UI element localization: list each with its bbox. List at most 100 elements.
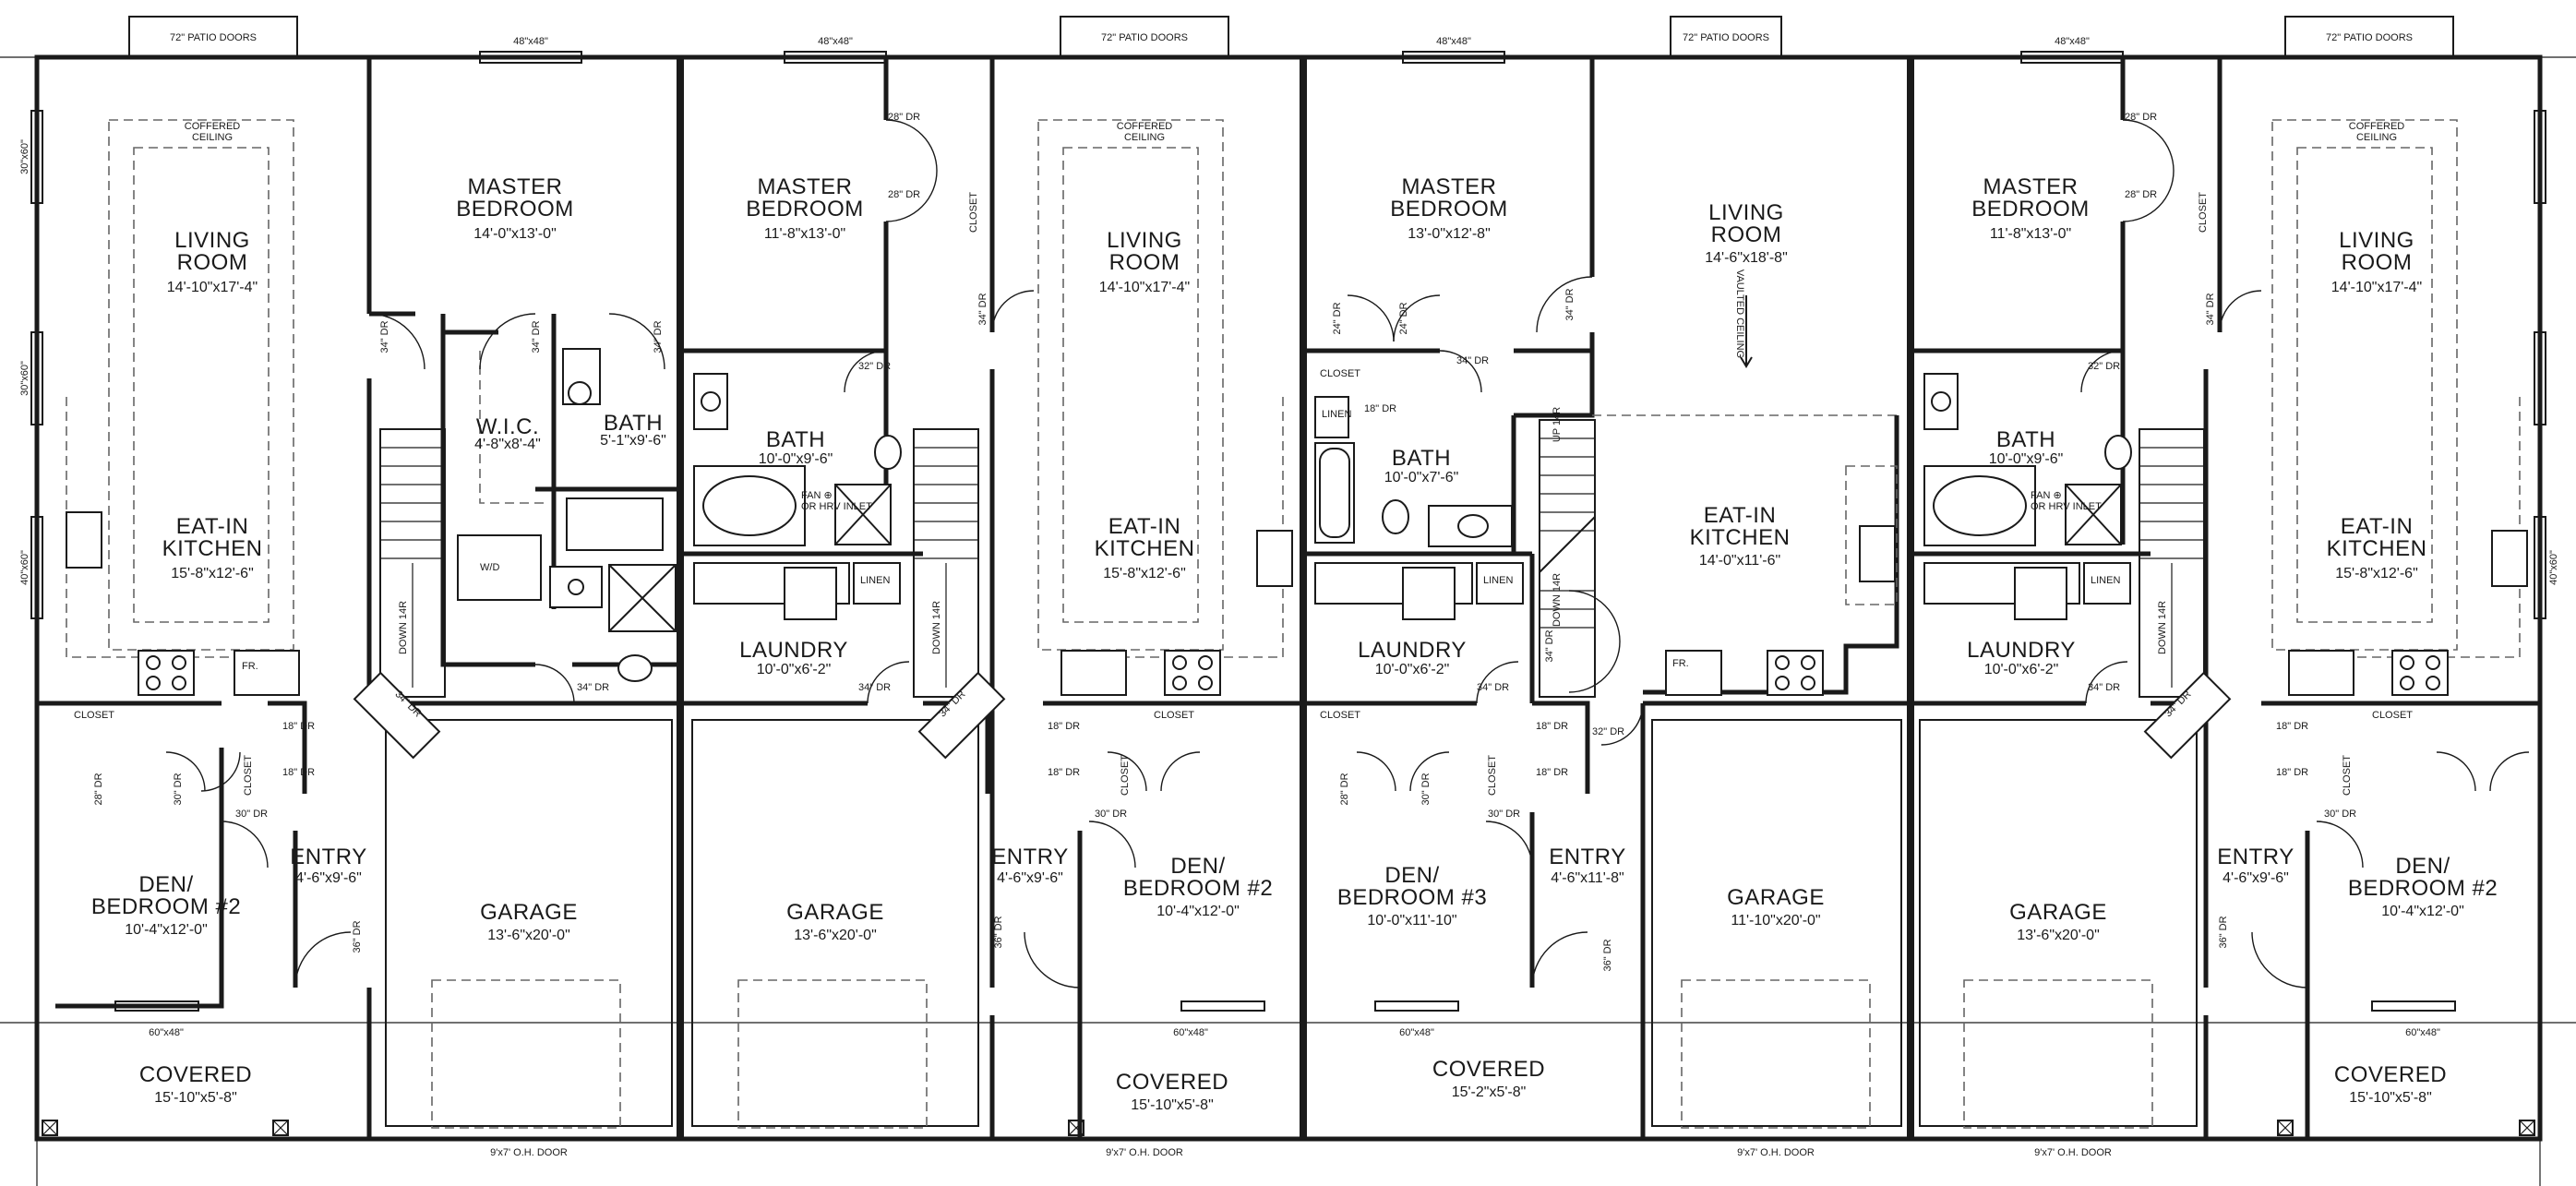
- room-name: ROOM: [2342, 250, 2413, 275]
- stair-label: DOWN 14R: [398, 601, 409, 654]
- door-size-label: 34" DR: [1456, 355, 1489, 366]
- room-name: KITCHEN: [162, 536, 263, 561]
- room-dimensions: 15'-10"x5'-8": [154, 1090, 237, 1106]
- room-dimensions: 14'-10"x17'-4": [2331, 280, 2422, 295]
- room-dimensions: 5'-1"x9'-6": [600, 433, 666, 449]
- room-dimensions: 10'-0"x9'-6": [759, 451, 833, 467]
- room-dimensions: 10'-0"x6'-2": [1375, 662, 1450, 677]
- room-name: BEDROOM #2: [91, 894, 241, 919]
- door-size-label: 34" DR: [977, 293, 988, 325]
- coffered-label: CEILING: [2356, 132, 2397, 143]
- fridge-label: FR.: [1672, 658, 1689, 669]
- door-size-label: 28" DR: [2125, 112, 2157, 123]
- room-name: BATH: [604, 411, 663, 436]
- room-dimensions: 13'-0"x12'-8": [1408, 226, 1491, 242]
- room-dimensions: 15'-8"x12'-6": [171, 566, 254, 581]
- room-name: BEDROOM #2: [1123, 876, 1273, 901]
- room-dimensions: 4'-6"x9'-6": [997, 870, 1063, 886]
- door-size-label: 30" DR: [1420, 773, 1432, 805]
- door-size-label: 30" DR: [2324, 809, 2356, 820]
- door-size-label: 30" DR: [1488, 809, 1520, 820]
- window-label: 48"x48": [513, 36, 548, 47]
- door-size-label: 28" DR: [1339, 773, 1350, 805]
- stair-label: DOWN 14R: [931, 601, 942, 654]
- door-size-label: 24" DR: [1332, 302, 1343, 334]
- room-name: BATH: [1392, 446, 1451, 471]
- room-name: LIVING: [1107, 228, 1182, 253]
- patio-door-label: 72" PATIO DOORS: [170, 32, 257, 43]
- window-label: 60"x48": [1173, 1027, 1208, 1038]
- room-name: BEDROOM #3: [1337, 885, 1487, 910]
- room-name: GARAGE: [786, 900, 884, 925]
- door-size-label: 28" DR: [2125, 189, 2157, 200]
- patio-door-label: 72" PATIO DOORS: [1683, 32, 1769, 43]
- room-name: COVERED: [1116, 1070, 1228, 1095]
- room-dimensions: 10'-0"x9'-6": [1989, 451, 2064, 467]
- room-name: BEDROOM: [1971, 197, 2090, 222]
- window-label: 60"x48": [149, 1027, 184, 1038]
- room-name: BEDROOM #2: [2348, 876, 2498, 901]
- room-dimensions: 15'-2"x5'-8": [1452, 1084, 1527, 1100]
- room-name: BEDROOM: [456, 197, 574, 222]
- closet-label: CLOSET: [74, 710, 114, 721]
- door-size-label: 18" DR: [282, 767, 315, 778]
- door-size-label: 18" DR: [1536, 721, 1568, 732]
- closet-label: CLOSET: [1120, 755, 1131, 796]
- door-size-label: 36" DR: [993, 916, 1004, 948]
- door-size-label: 34" DR: [577, 682, 609, 693]
- room-dimensions: 14'-0"x11'-6": [1699, 553, 1780, 569]
- washer-dryer-label: W/D: [480, 562, 499, 573]
- room-dimensions: 14'-10"x17'-4": [167, 280, 258, 295]
- room-name: ENTRY: [1549, 845, 1625, 869]
- patio-door-label: 72" PATIO DOORS: [1101, 32, 1188, 43]
- room-dimensions: 4'-6"x9'-6": [2223, 870, 2289, 886]
- linen-label: LINEN: [860, 575, 890, 586]
- room-name: ROOM: [177, 250, 248, 275]
- fan-label: OR HRV INLET: [2031, 501, 2102, 512]
- door-size-label: 34" DR: [653, 320, 664, 353]
- room-name: BEDROOM: [746, 197, 864, 222]
- door-size-label: 34" DR: [858, 682, 891, 693]
- room-dimensions: 14'-10"x17'-4": [1099, 280, 1190, 295]
- closet-label: CLOSET: [968, 192, 979, 233]
- room-dimensions: 10'-0"x7'-6": [1384, 470, 1459, 485]
- building-shell: [0, 54, 2576, 1186]
- room-dimensions: 13'-6"x20'-0": [2017, 928, 2100, 943]
- coffered-label: COFFERED: [2349, 121, 2405, 132]
- door-size-label: 18" DR: [1364, 403, 1396, 414]
- door-size-label: 32" DR: [1592, 726, 1624, 737]
- window-label: 48"x48": [1436, 36, 1471, 47]
- door-size-label: 18" DR: [2276, 721, 2308, 732]
- stair-label: DOWN 14R: [1552, 573, 1563, 627]
- door-size-label: 18" DR: [1536, 767, 1568, 778]
- room-name: W.I.C.: [476, 414, 539, 439]
- linen-label: LINEN: [2091, 575, 2120, 586]
- room-name: MASTER: [1983, 174, 2078, 199]
- room-name: EAT-IN: [2341, 514, 2414, 539]
- room-name: LAUNDRY: [1967, 638, 2076, 663]
- door-size-label: 36" DR: [352, 920, 363, 952]
- door-size-label: 34" DR: [531, 320, 542, 353]
- room-name: ENTRY: [2217, 845, 2294, 869]
- stair-label: DOWN 14R: [2157, 601, 2168, 654]
- room-name: ROOM: [1711, 222, 1782, 247]
- room-dimensions: 4'-8"x8'-4": [474, 437, 541, 452]
- room-name: DEN/: [2395, 854, 2450, 879]
- coffered-label: CEILING: [192, 132, 233, 143]
- room-name: COVERED: [2334, 1062, 2447, 1087]
- fan-label: OR HRV INLET: [801, 501, 872, 512]
- linen-label: LINEN: [1483, 575, 1513, 586]
- room-dimensions: 13'-6"x20'-0": [794, 928, 877, 943]
- room-dimensions: 13'-6"x20'-0": [487, 928, 570, 943]
- room-name: MASTER: [757, 174, 852, 199]
- door-size-label: 34" DR: [2088, 682, 2120, 693]
- stairs: DOWN 14R: [2139, 428, 2205, 698]
- side-windows: 30"x60" 30"x60" 40"x60" 40"x60": [19, 110, 2559, 619]
- door-size-label: 36" DR: [1602, 939, 1613, 971]
- room-dimensions: 15'-10"x5'-8": [1131, 1097, 1214, 1113]
- stairs: DOWN 14R: [379, 428, 446, 698]
- closet-label: CLOSET: [2198, 192, 2209, 233]
- unit-a: COFFERED CEILING FR. W/D: [37, 57, 680, 1158]
- room-name: KITCHEN: [2327, 536, 2427, 561]
- window-label: 48"x48": [2055, 36, 2090, 47]
